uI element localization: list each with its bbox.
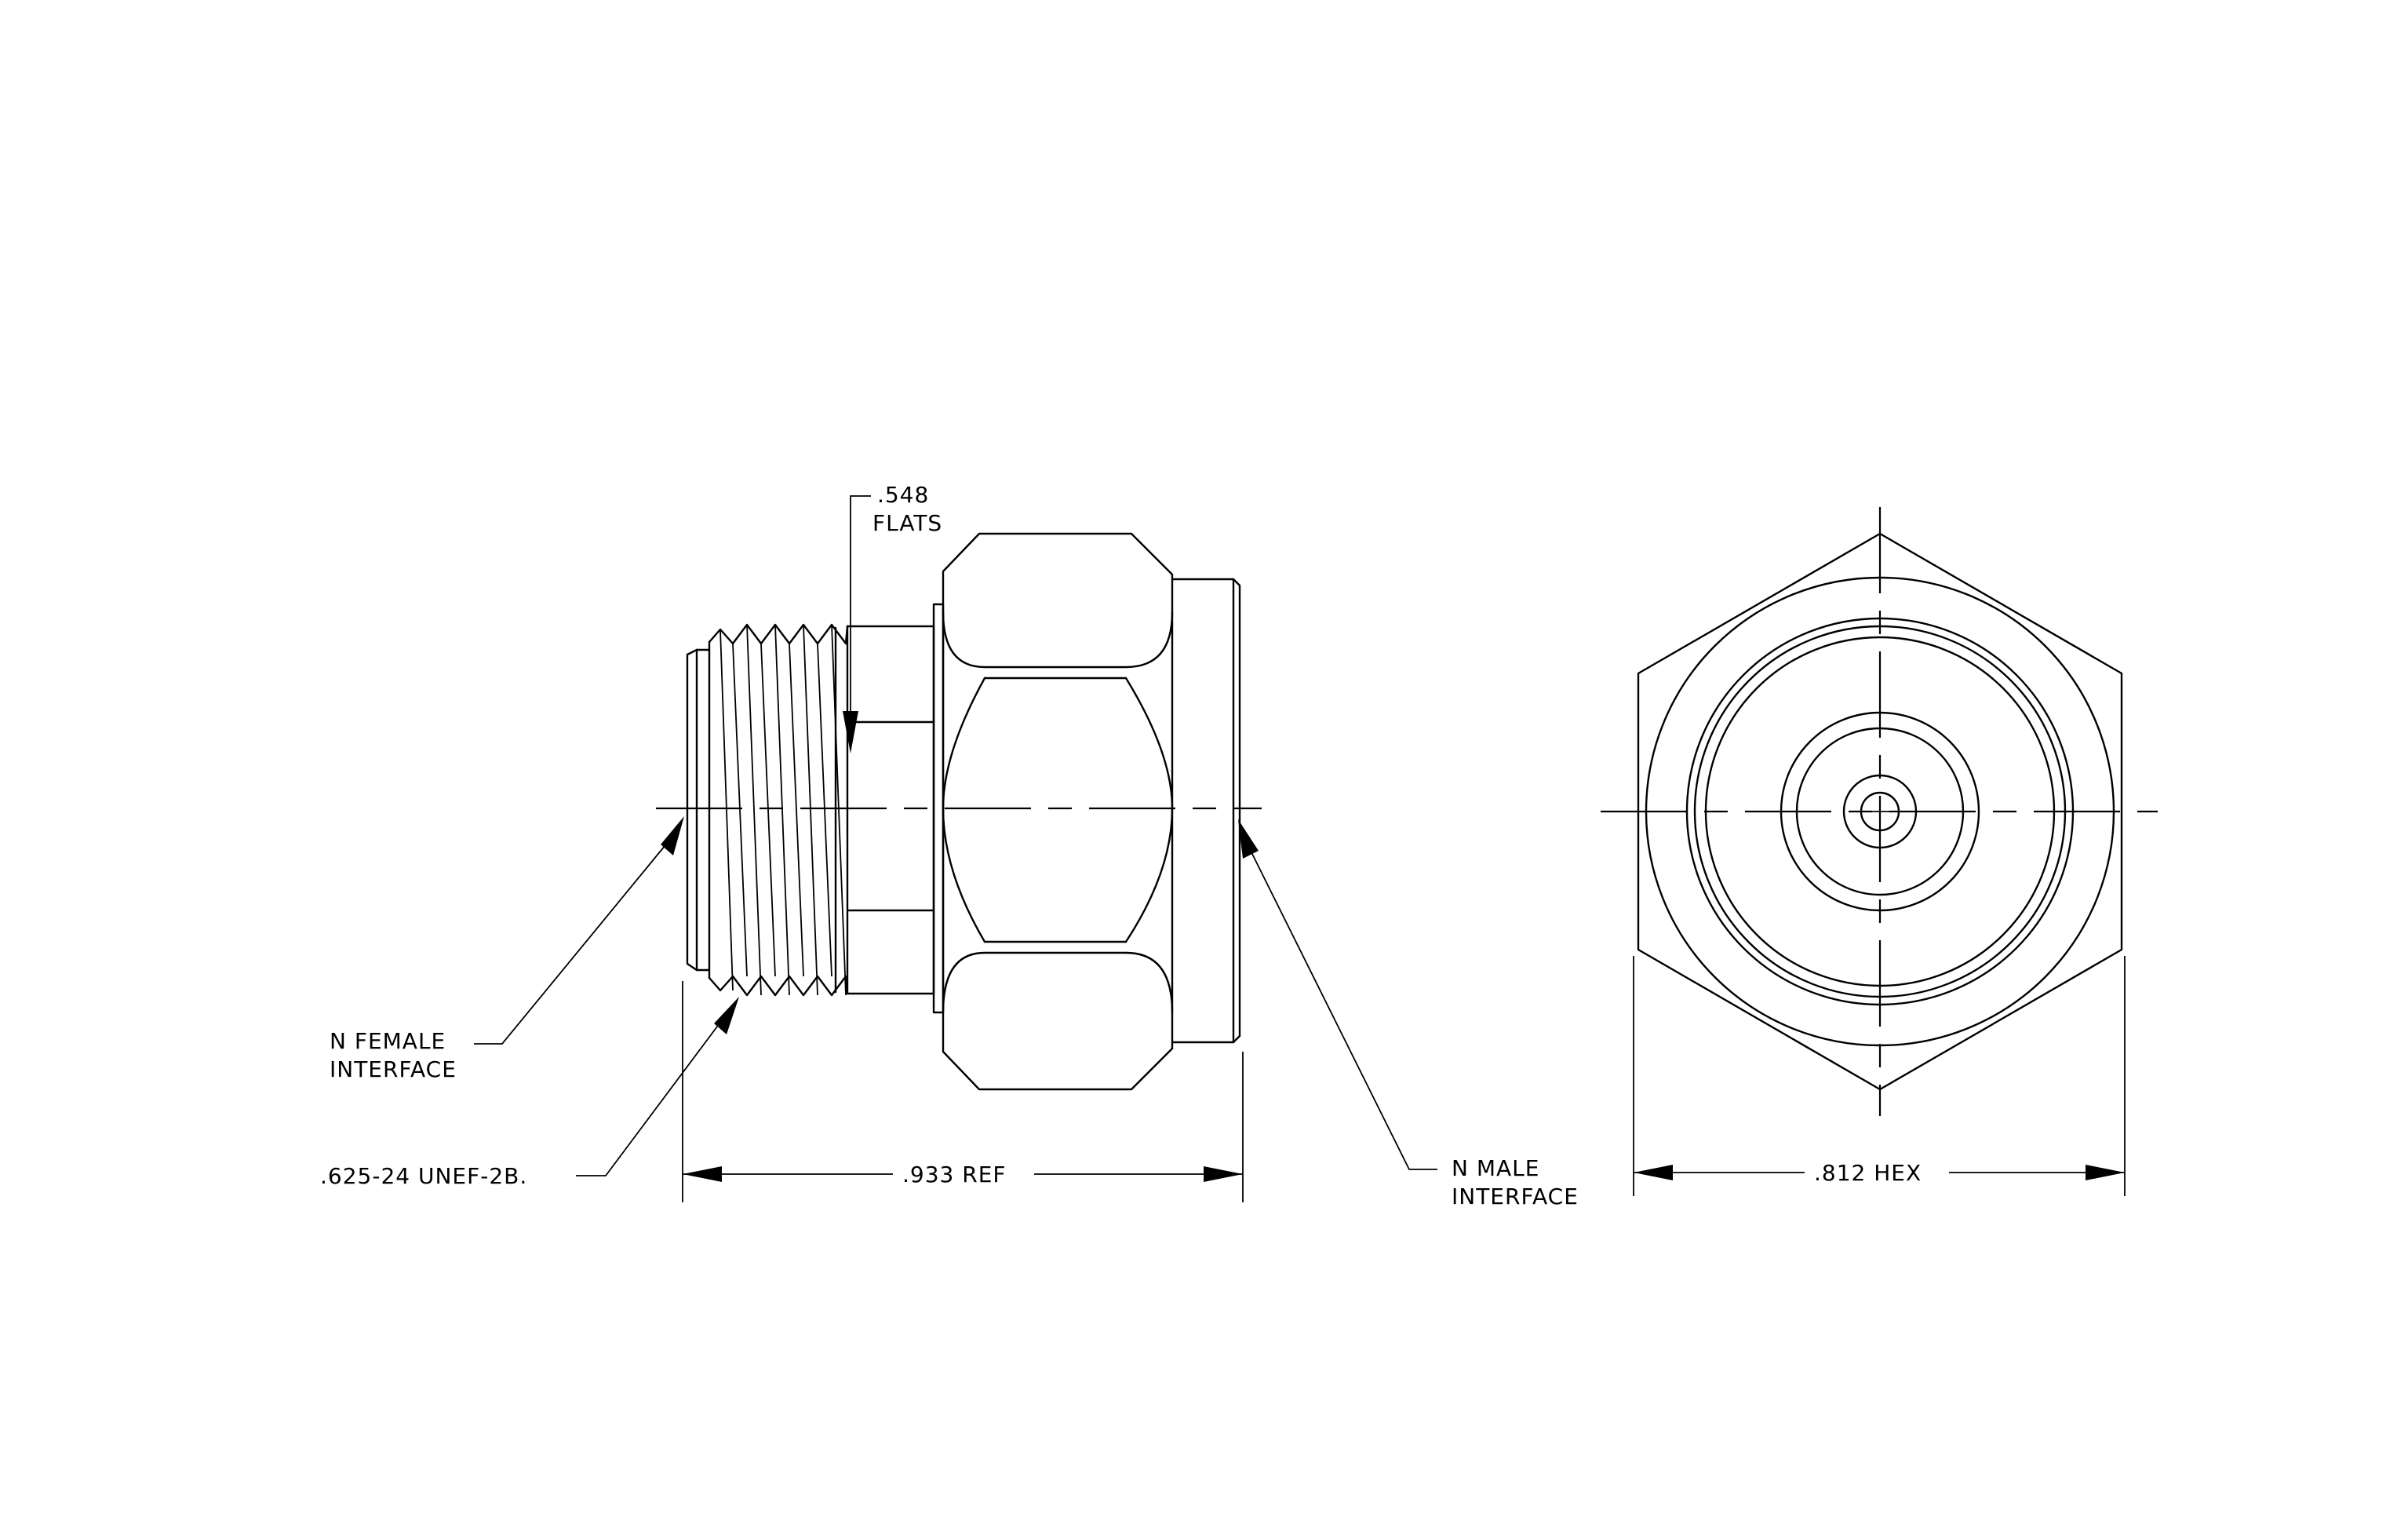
flats-callout: .548 FLATS (843, 482, 942, 753)
flats-word-label: FLATS (872, 510, 942, 536)
hex-nut (942, 532, 1174, 1091)
thread-section (708, 623, 849, 997)
thread-callout: .625-24 UNEF-2B. (320, 997, 739, 1189)
female-line2-label: INTERFACE (330, 1056, 457, 1082)
side-view: .548 FLATS N FEMALE INTERFACE .625-24 UN… (320, 482, 1579, 1209)
end-view: .812 HEX (1601, 507, 2158, 1196)
male-line1-label: N MALE (1452, 1155, 1539, 1181)
flange (932, 603, 945, 1014)
flats-value-label: .548 (877, 482, 929, 508)
hex-label: .812 HEX (1814, 1160, 1922, 1186)
length-ref-label: .933 REF (902, 1162, 1007, 1187)
female-line1-label: N FEMALE (330, 1028, 446, 1054)
male-coupling-body (1171, 578, 1241, 1044)
male-line2-label: INTERFACE (1452, 1184, 1579, 1209)
length-dimension: .933 REF (682, 981, 1244, 1202)
thread-label: .625-24 UNEF-2B. (320, 1163, 527, 1189)
male-interface-callout: N MALE INTERFACE (1238, 819, 1579, 1209)
hex-dimension: .812 HEX (1633, 956, 2126, 1196)
female-interface-callout: N FEMALE INTERFACE (330, 816, 684, 1082)
female-end-lip (686, 640, 711, 979)
